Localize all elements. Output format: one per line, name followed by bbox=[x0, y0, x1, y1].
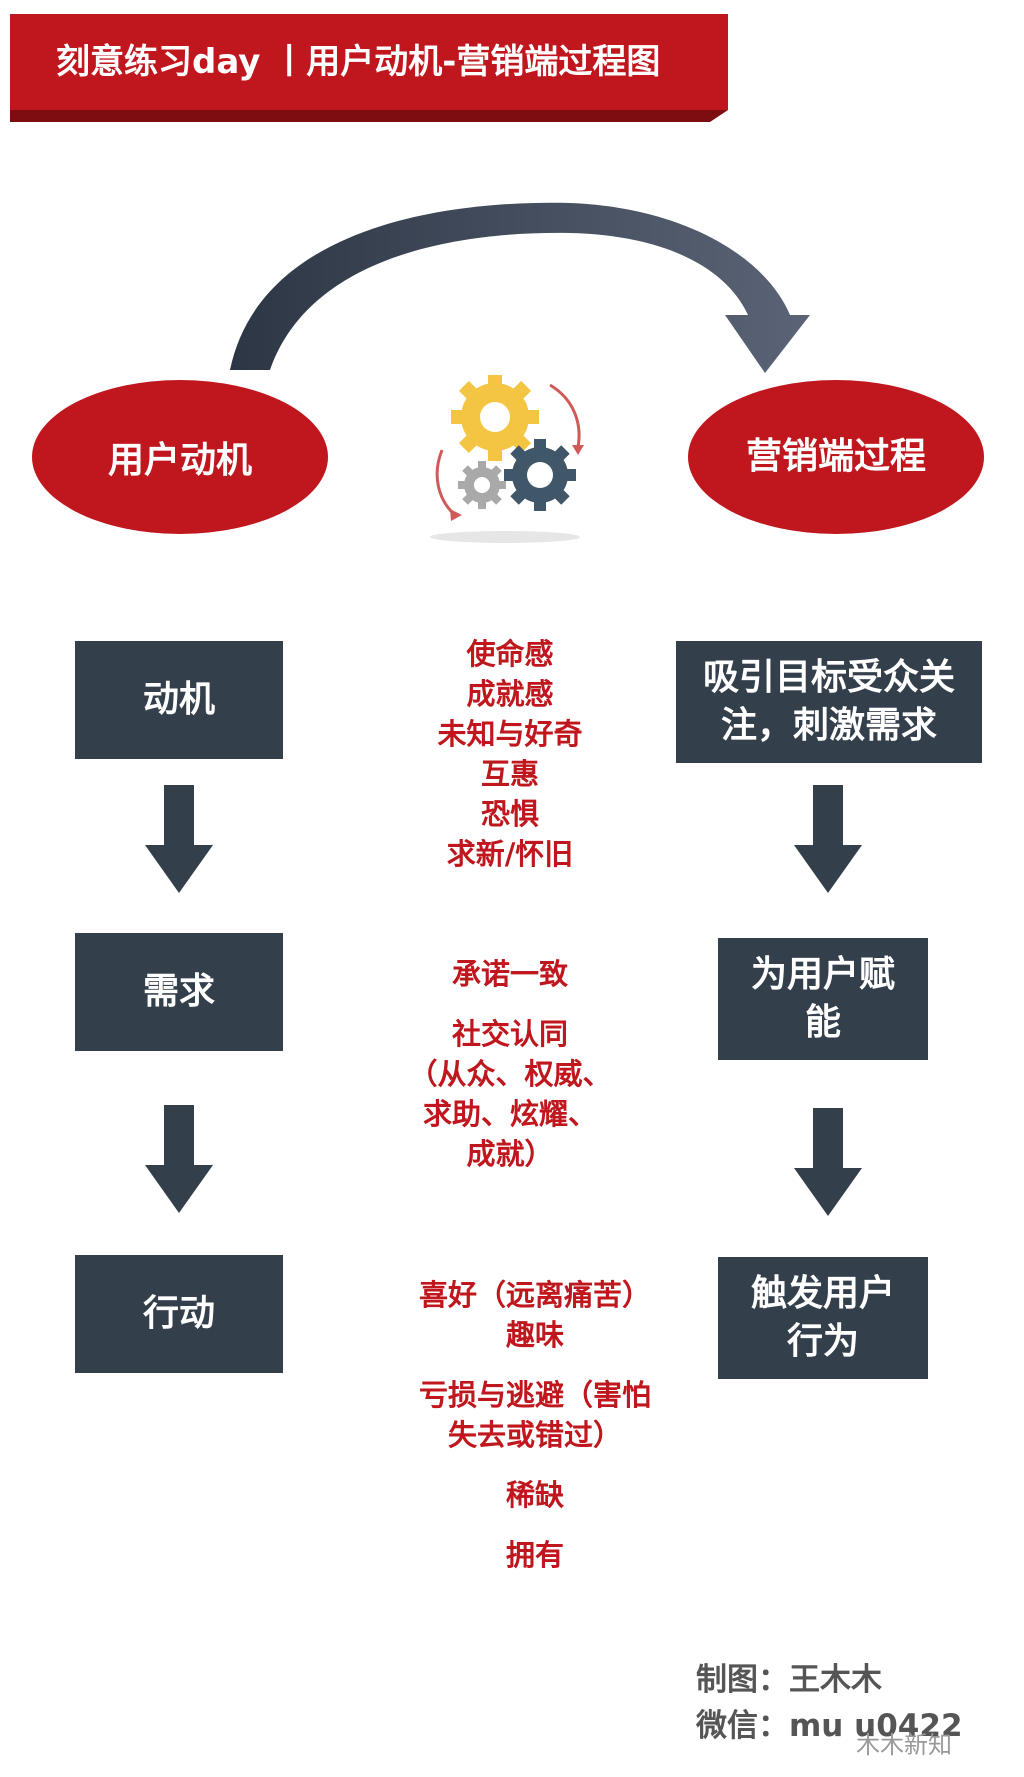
list-item: 亏损与逃避（害怕 bbox=[418, 1378, 651, 1412]
list-item: 使命感 bbox=[466, 637, 554, 671]
list-item: 恐惧 bbox=[480, 797, 539, 831]
actions-list: 喜好（远离痛苦） 趣味 亏损与逃避（害怕 失去或错过） 稀缺 拥有 bbox=[390, 1275, 680, 1575]
marketing-process-label: 营销端过程 bbox=[745, 436, 926, 477]
curved-arrow-icon bbox=[230, 202, 810, 373]
marketing-process-ellipse: 营销端过程 bbox=[686, 378, 986, 536]
footer-author: 制图：王木木 bbox=[696, 1662, 882, 1698]
list-item: 趣味 bbox=[505, 1318, 564, 1352]
user-motive-label: 用户动机 bbox=[107, 440, 252, 481]
list-item: 稀缺 bbox=[505, 1478, 564, 1512]
box-trigger-behavior: 触发用户行为 bbox=[718, 1257, 928, 1379]
box-action: 行动 bbox=[75, 1255, 283, 1373]
gears-icon bbox=[430, 375, 584, 543]
motives-list: 使命感 成就感 未知与好奇 互惠 恐惧 求新/怀旧 bbox=[390, 634, 630, 874]
list-item: 成就） bbox=[466, 1137, 554, 1171]
list-item: （从众、权威、 bbox=[408, 1057, 612, 1091]
list-item: 拥有 bbox=[505, 1538, 564, 1572]
page-title: 刻意练习day 丨用户动机-营销端过程图 bbox=[56, 42, 661, 82]
list-item: 求新/怀旧 bbox=[446, 837, 574, 871]
user-motive-ellipse: 用户动机 bbox=[30, 378, 330, 536]
box-empower-user: 为用户赋能 bbox=[718, 938, 928, 1060]
list-item: 成就感 bbox=[466, 677, 554, 711]
down-arrow-icon bbox=[794, 1108, 862, 1216]
watermark: 木木新知 bbox=[856, 1731, 952, 1759]
box-need: 需求 bbox=[75, 933, 283, 1051]
list-item: 未知与好奇 bbox=[437, 717, 583, 751]
list-item: 互惠 bbox=[480, 757, 539, 791]
box-attract-attention: 吸引目标受众关注，刺激需求 bbox=[676, 641, 982, 763]
title-banner: 刻意练习day 丨用户动机-营销端过程图 bbox=[10, 14, 728, 122]
list-item: 求助、炫耀、 bbox=[422, 1097, 597, 1131]
down-arrow-icon bbox=[794, 785, 862, 893]
down-arrow-icon bbox=[145, 1105, 213, 1213]
list-item: 社交认同 bbox=[451, 1017, 568, 1051]
box-motive: 动机 bbox=[75, 641, 283, 759]
title-banner-shape bbox=[10, 14, 728, 122]
list-item: 承诺一致 bbox=[451, 957, 568, 991]
needs-list: 承诺一致 社交认同 （从众、权威、 求助、炫耀、 成就） bbox=[390, 954, 630, 1174]
footer-wechat: 微信：mu u0422 bbox=[696, 1708, 963, 1744]
list-item: 喜好（远离痛苦） bbox=[418, 1278, 651, 1312]
list-item: 失去或错过） bbox=[447, 1418, 622, 1452]
down-arrow-icon bbox=[145, 785, 213, 893]
